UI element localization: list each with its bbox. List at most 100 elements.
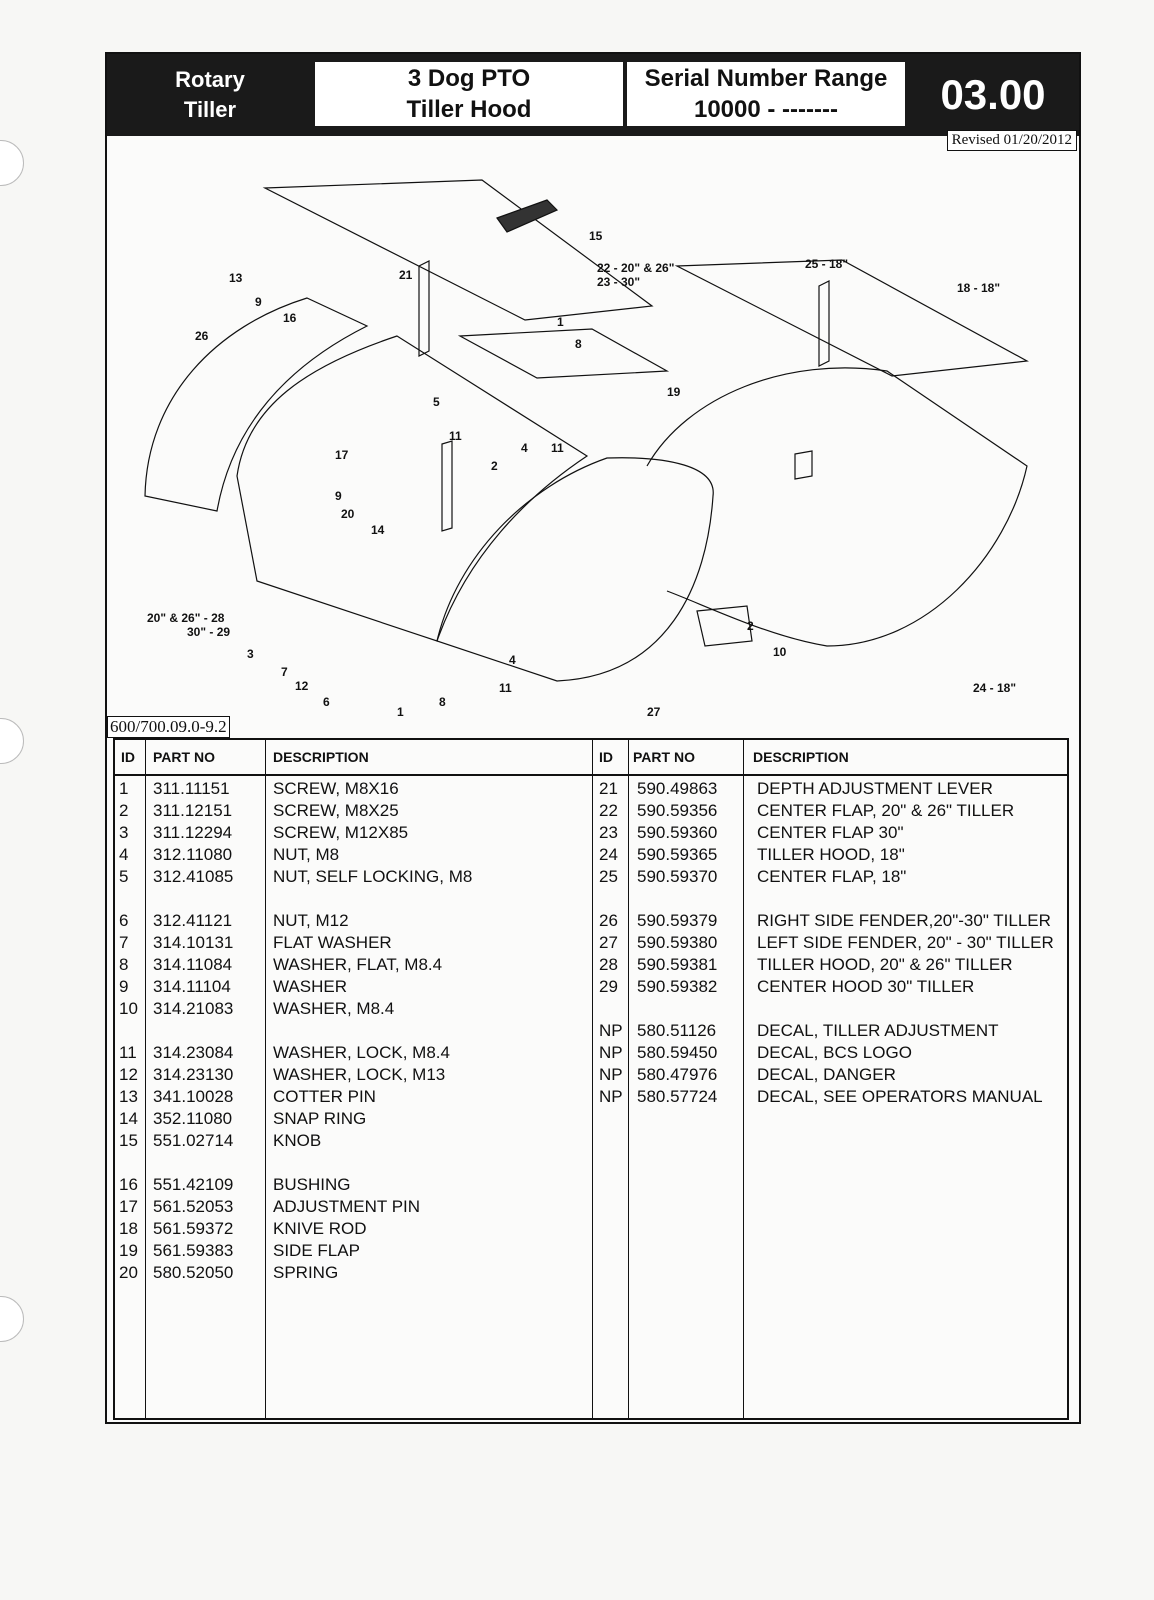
part-description: BUSHING (273, 1175, 351, 1194)
part-id: 22 (599, 801, 618, 820)
serial-line2: 10000 - ------- (693, 96, 838, 123)
table-row: 9 314.11104 WASHER (115, 976, 1067, 998)
callout: 9 (335, 489, 342, 503)
part-number: 314.23084 (153, 1043, 234, 1062)
part-number: 312.41121 (153, 911, 233, 930)
side-flap-shape (457, 328, 670, 379)
part-id: 13 (119, 1087, 138, 1106)
callout: 20 (341, 507, 355, 521)
part-number: 561.59383 (153, 1241, 234, 1260)
binder-hole (0, 1296, 24, 1342)
table-row: 29 590.59382 CENTER HOOD 30" TILLER (115, 976, 1067, 998)
part-id: 23 (599, 823, 618, 842)
part-description: CENTER FLAP, 18" (757, 867, 907, 886)
clip-shape (794, 450, 813, 480)
part-description: WASHER (273, 977, 347, 996)
part-description: TILLER HOOD, 18" (757, 845, 905, 864)
col-header-part: PART NO (153, 749, 215, 765)
exploded-parts-diagram: 15 13 9 16 21 22 - 20" & 26" 23 - 30" 25… (144, 179, 1029, 716)
header-bar: Rotary Tiller 3 Dog PTO Tiller Hood Seri… (107, 54, 1079, 136)
col-header-part: PART NO (633, 749, 695, 765)
part-number: 341.10028 (153, 1087, 234, 1106)
title-line2: Tiller Hood (406, 96, 532, 123)
column-divider (592, 740, 593, 1418)
part-description: CENTER HOOD 30" TILLER (757, 977, 975, 996)
section-line2: Tiller (183, 97, 237, 122)
part-number: 590.59370 (637, 867, 718, 886)
part-id: 12 (119, 1065, 138, 1084)
part-number: 314.10131 (153, 933, 234, 952)
center-hood-shape (236, 335, 589, 642)
part-description: DEPTH ADJUSTMENT LEVER (757, 779, 993, 798)
col-header-id: ID (121, 749, 135, 765)
hood-18-shape (646, 367, 1028, 647)
part-description: RIGHT SIDE FENDER,20"-30" TILLER (757, 911, 1051, 930)
part-number: 590.49863 (637, 779, 718, 798)
part-id: 4 (119, 845, 129, 864)
part-id: NP (599, 1043, 623, 1062)
callout: 1 (397, 705, 404, 716)
part-id: 5 (119, 867, 129, 886)
header-divider (115, 774, 1067, 776)
part-id: 25 (599, 867, 618, 886)
part-number: 590.59382 (637, 977, 718, 996)
part-id: 9 (119, 977, 129, 996)
part-number: 551.02714 (153, 1131, 234, 1150)
callout: 7 (281, 665, 288, 679)
part-description: LEFT SIDE FENDER, 20" - 30" TILLER (757, 933, 1054, 952)
callout: 24 - 18" (973, 681, 1016, 695)
callout: 2 (747, 619, 754, 633)
callout: 11 (551, 441, 564, 455)
part-number: 580.57724 (637, 1087, 718, 1106)
revision-date: Revised 01/20/2012 (946, 130, 1077, 151)
callout: 2 (491, 459, 498, 473)
part-description: CENTER FLAP, 20" & 26" TILLER (757, 801, 1015, 820)
part-number: 590.59360 (637, 823, 718, 842)
part-description: NUT, M8 (273, 845, 340, 864)
part-number: 590.59380 (637, 933, 718, 952)
part-id: 29 (599, 977, 618, 996)
callout: 30" - 29 (187, 625, 230, 639)
part-description: DECAL, SEE OPERATORS MANUAL (757, 1087, 1043, 1106)
part-id: 27 (599, 933, 618, 952)
part-number: 590.59381 (637, 955, 718, 974)
part-id: 11 (119, 1043, 137, 1062)
part-id: 17 (119, 1197, 138, 1216)
column-divider (743, 740, 744, 1418)
part-id: 3 (119, 823, 129, 842)
part-id: 24 (599, 845, 618, 864)
callout: 13 (229, 271, 243, 285)
part-description: DECAL, BCS LOGO (757, 1043, 912, 1062)
section-title: Rotary Tiller (107, 54, 313, 136)
part-description: DECAL, DANGER (757, 1065, 896, 1084)
callout: 11 (499, 681, 512, 695)
callout: 23 - 30" (597, 275, 640, 289)
part-number: 314.11104 (153, 977, 231, 996)
serial-range: Serial Number Range 10000 - ------- (627, 62, 905, 126)
part-description: SCREW, M8X16 (273, 779, 399, 798)
table-row: 25 590.59370 CENTER FLAP, 18" (115, 866, 1067, 888)
part-description: TILLER HOOD, 20" & 26" TILLER (757, 955, 1013, 974)
column-divider (265, 740, 266, 1418)
binder-hole (0, 140, 24, 186)
part-description: SNAP RING (273, 1109, 367, 1128)
part-id: 7 (119, 933, 129, 952)
callout: 4 (509, 653, 516, 667)
table-row: 27 590.59380 LEFT SIDE FENDER, 20" - 30" T… (115, 932, 1067, 954)
part-description: KNIVE ROD (273, 1219, 367, 1238)
part-number: 551.42109 (153, 1175, 234, 1194)
col-header-id: ID (599, 749, 613, 765)
